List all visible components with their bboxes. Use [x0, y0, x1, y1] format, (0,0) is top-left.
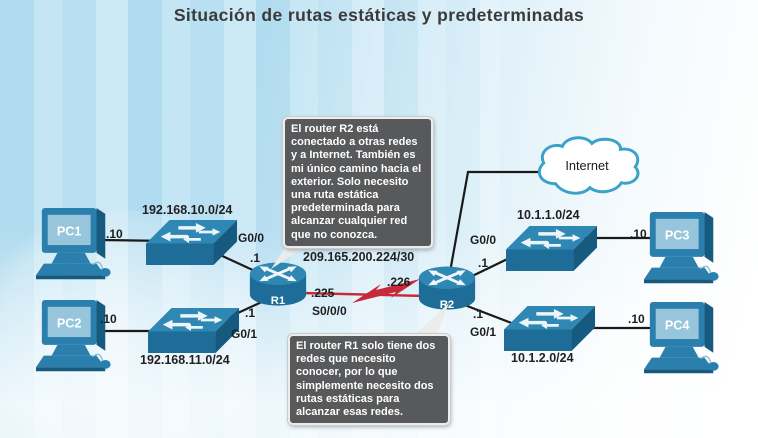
r2-g00-ip-label: .1 [478, 256, 489, 270]
internet-label: Internet [565, 158, 609, 173]
serial-link-r1-r2 [301, 291, 427, 298]
r2-g00-label: G0/0 [470, 233, 497, 247]
r2-g01-label: G0/1 [470, 325, 497, 339]
r2-serial-ip-label: .226 [387, 275, 411, 289]
pc4-ip-label: .10 [628, 312, 645, 326]
r1-serial-ip-label: .225 [311, 286, 335, 300]
pc2-icon: PC2 [36, 296, 116, 387]
network-label-lan4: 10.1.2.0/24 [511, 351, 574, 365]
callout-r2-text: El router R1 solo tiene dos redes que ne… [296, 340, 436, 419]
switch-lan2-icon [148, 307, 240, 361]
callout-r2-static-routes: El router R1 solo tiene dos redes que ne… [288, 334, 450, 426]
network-label-lan3: 10.1.1.0/24 [517, 208, 580, 222]
router-r2-icon: R2 [417, 262, 477, 321]
switch-lan1-icon [146, 219, 238, 273]
network-label-lan1: 192.168.10.0/24 [142, 203, 233, 217]
pc4-label: PC4 [665, 318, 690, 332]
network-label-lan2: 192.168.11.0/24 [140, 353, 230, 367]
pc3-label: PC3 [665, 228, 690, 242]
pc2-ip-label: .10 [100, 312, 117, 326]
r1-label: R1 [271, 295, 285, 307]
pc1-ip-label: .10 [106, 227, 123, 241]
r1-g00-ip-label: .1 [250, 251, 261, 265]
r1-serial-label: S0/0/0 [312, 304, 347, 318]
callout-r1-default-route: El router R2 está conectado a otras rede… [283, 117, 433, 248]
mouse-icon [99, 359, 111, 369]
internet-cloud-icon: Internet [528, 134, 646, 207]
link-r2-internet [448, 170, 546, 273]
pc4-icon: PC4 [644, 298, 724, 389]
r2-label: R2 [440, 299, 454, 311]
r1-g01-ip-label: .1 [245, 306, 256, 320]
callout-r1-text: El router R2 está conectado a otras rede… [291, 123, 422, 241]
pc1-label: PC1 [57, 224, 82, 238]
r1-g00-label: G0/0 [238, 231, 265, 245]
network-label-wan: 209.165.200.224/30 [303, 250, 415, 264]
router-r1-icon: R1 [248, 258, 308, 317]
mouse-icon [707, 361, 719, 371]
r1-g01-label: G0/1 [231, 327, 258, 341]
mouse-icon [707, 271, 719, 281]
r2-g01-ip-label: .1 [473, 307, 484, 321]
switch-lan4-icon [504, 305, 596, 359]
pc2-label: PC2 [57, 316, 82, 330]
figure-title: Situación de rutas estáticas y predeterm… [173, 5, 585, 25]
mouse-icon [99, 267, 111, 277]
pc3-icon: PC3 [644, 208, 724, 299]
switch-lan3-icon [506, 225, 598, 279]
lightning-bolt-icon [352, 279, 420, 303]
pc3-ip-label: .10 [630, 227, 647, 241]
pc1-icon: PC1 [36, 204, 116, 295]
